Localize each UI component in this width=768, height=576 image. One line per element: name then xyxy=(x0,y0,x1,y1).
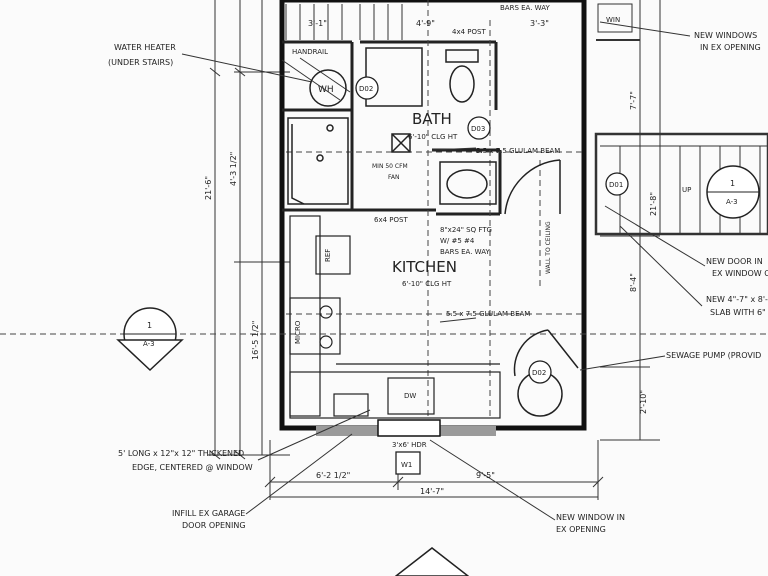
kitchen-counters xyxy=(289,215,501,419)
bottom-dimension-lines xyxy=(264,440,604,500)
section-sheet-left: A-3 xyxy=(143,340,155,348)
stair-treads xyxy=(281,4,403,101)
win-label: WIN xyxy=(606,16,620,24)
new-slab-line2: SLAB WITH 6" xyxy=(710,308,766,317)
water-heater-callout-line2: (UNDER STAIRS) xyxy=(108,58,173,67)
ftg-note: 8"x24" SQ FTG xyxy=(440,226,492,234)
dim-right-lower: 2'-10" xyxy=(639,390,648,414)
sewage-pump xyxy=(513,329,579,417)
interior-walls xyxy=(282,40,502,216)
window-tag: W1 xyxy=(401,461,412,469)
dim-bottom-left: 6'-2 1/2" xyxy=(316,471,350,480)
dim-top-mid: 4'-9" xyxy=(416,19,435,28)
beam-lines xyxy=(0,0,768,420)
section-marker-right xyxy=(706,165,760,219)
kitchen-room-label: KITCHEN xyxy=(392,258,457,276)
dim-top-left: 3'-1" xyxy=(308,19,327,28)
vertical-wall-note: WALL TO CEILING xyxy=(545,221,552,274)
section-marker-left xyxy=(116,307,184,372)
tag-d03: D03 xyxy=(471,125,485,133)
ref-label: REF xyxy=(324,249,332,262)
tag-d01: D01 xyxy=(609,181,623,189)
infill-line2: DOOR OPENING xyxy=(182,521,246,530)
new-window-opening xyxy=(377,419,441,437)
water-heater-callout-line1: WATER HEATER xyxy=(114,43,176,52)
micro-label: MICRO xyxy=(294,320,302,344)
dim-right-upper: 7'-7" xyxy=(629,91,638,110)
tag-d02-pump: D02 xyxy=(532,369,546,377)
infill-line1: INFILL EX GARAGE xyxy=(172,509,245,518)
left-dimension-lines xyxy=(208,0,290,460)
new-window-bottom-line2: EX OPENING xyxy=(556,525,606,534)
exterior-stair xyxy=(594,3,768,236)
section-number-left: 1 xyxy=(147,321,152,330)
glulam-top-note: 5.5 x 7.5 GLULAM BEAM xyxy=(476,147,560,155)
ftg-note-2: W/ #5 #4 xyxy=(440,237,475,245)
sewage-pump-callout: SEWAGE PUMP (PROVID xyxy=(666,351,761,360)
dim-bottom-right: 9'-5" xyxy=(476,471,495,480)
post-top-note: 4x4 POST xyxy=(452,28,486,36)
tag-circles xyxy=(355,76,629,475)
bars-top-note: BARS EA. WAY xyxy=(500,4,550,12)
bath-ceiling-height: 6'-10" CLG HT xyxy=(408,133,458,141)
fan-note-line1: MIN 50 CFM xyxy=(372,163,408,170)
bath-fixtures xyxy=(365,47,561,215)
tag-wh: WH xyxy=(318,85,334,95)
handrail-note: HANDRAIL xyxy=(292,48,328,56)
dw-label: DW xyxy=(404,392,416,400)
water-heater xyxy=(309,69,347,107)
shower xyxy=(287,117,349,205)
door-dim: 3'x6' HDR xyxy=(392,441,427,449)
section-marker-bottom xyxy=(394,547,470,576)
glulam-mid-note: 5.5 x 7.5 GLULAM BEAM xyxy=(446,310,530,318)
dim-left-upper: 4'-3 1/2" xyxy=(229,152,238,186)
dim-left-lower: 16'-5 1/2" xyxy=(251,321,260,360)
section-sheet-right: A-3 xyxy=(726,198,738,206)
bath-room-label: BATH xyxy=(412,110,452,128)
dim-stair: 21'-8" xyxy=(649,192,658,216)
section-number-right: 1 xyxy=(730,179,735,188)
tag-d02-bath: D02 xyxy=(359,85,373,93)
post-mid-note: 6x4 POST xyxy=(374,216,408,224)
dim-top-right: 3'-3" xyxy=(530,19,549,28)
new-window-bottom-line1: NEW WINDOW IN xyxy=(556,513,625,522)
thickened-edge-line1: 5' LONG x 12"x 12" THICKENED xyxy=(118,449,244,458)
new-windows-top-line2: IN EX OPENING xyxy=(700,43,761,52)
thickened-edge-line2: EDGE, CENTERED @ WINDOW xyxy=(132,463,253,472)
new-windows-top-line1: NEW WINDOWS xyxy=(694,31,757,40)
kitchen-ceiling-height: 6'-10" CLG HT xyxy=(402,280,452,288)
bars-mid-note: BARS EA. WAY xyxy=(440,248,490,256)
new-slab-line1: NEW 4"-7" x 8'- xyxy=(706,295,768,304)
dim-bottom-overall: 14'-7" xyxy=(420,487,444,496)
stair-up-label: UP xyxy=(682,186,691,194)
dim-overall-left: 21'-6" xyxy=(204,176,213,200)
fan-note-line2: FAN xyxy=(388,174,400,181)
leader-lines xyxy=(181,21,706,521)
dim-right-mid: 8'-4" xyxy=(629,273,638,292)
new-door-line1: NEW DOOR IN xyxy=(706,257,763,266)
new-door-line2: EX WINDOW O xyxy=(712,269,768,278)
